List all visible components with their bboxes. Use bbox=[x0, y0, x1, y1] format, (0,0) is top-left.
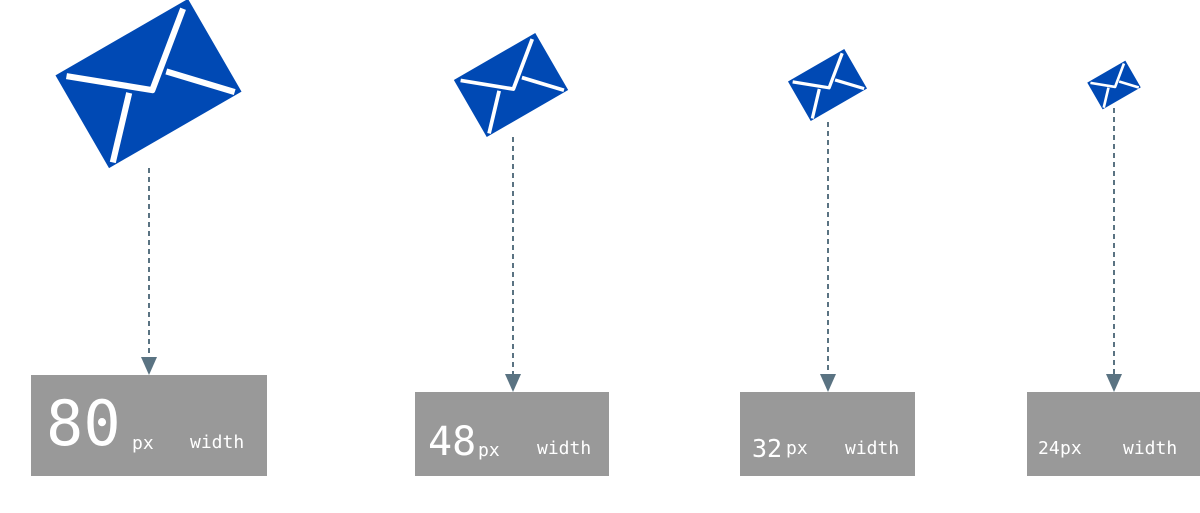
size-label-box: 32 px width bbox=[740, 392, 915, 476]
envelope-icon bbox=[787, 49, 868, 121]
connector-arrow bbox=[1106, 108, 1122, 392]
connector-arrow bbox=[505, 137, 521, 392]
size-unit: px bbox=[132, 433, 154, 454]
size-label-box: 24 px width bbox=[1027, 392, 1200, 476]
connector-arrow bbox=[820, 122, 836, 392]
envelope-icon bbox=[453, 33, 569, 137]
connector-arrow bbox=[141, 168, 157, 375]
size-value: 48 bbox=[428, 419, 477, 465]
width-label: width bbox=[845, 438, 900, 459]
width-label: width bbox=[1123, 438, 1178, 459]
size-unit: px bbox=[478, 440, 500, 461]
size-value: 32 bbox=[752, 434, 783, 463]
size-unit: px bbox=[786, 438, 808, 459]
size-value: 80 bbox=[46, 387, 121, 460]
size-value: 24 bbox=[1038, 438, 1060, 459]
envelope-icon bbox=[55, 0, 242, 169]
size-label-box: 80 px width bbox=[31, 375, 267, 476]
size-unit: px bbox=[1060, 438, 1082, 459]
width-label: width bbox=[537, 438, 592, 459]
envelope-icon bbox=[1087, 60, 1141, 110]
width-label: width bbox=[190, 432, 245, 453]
size-label-box: 48 px width bbox=[415, 392, 609, 476]
